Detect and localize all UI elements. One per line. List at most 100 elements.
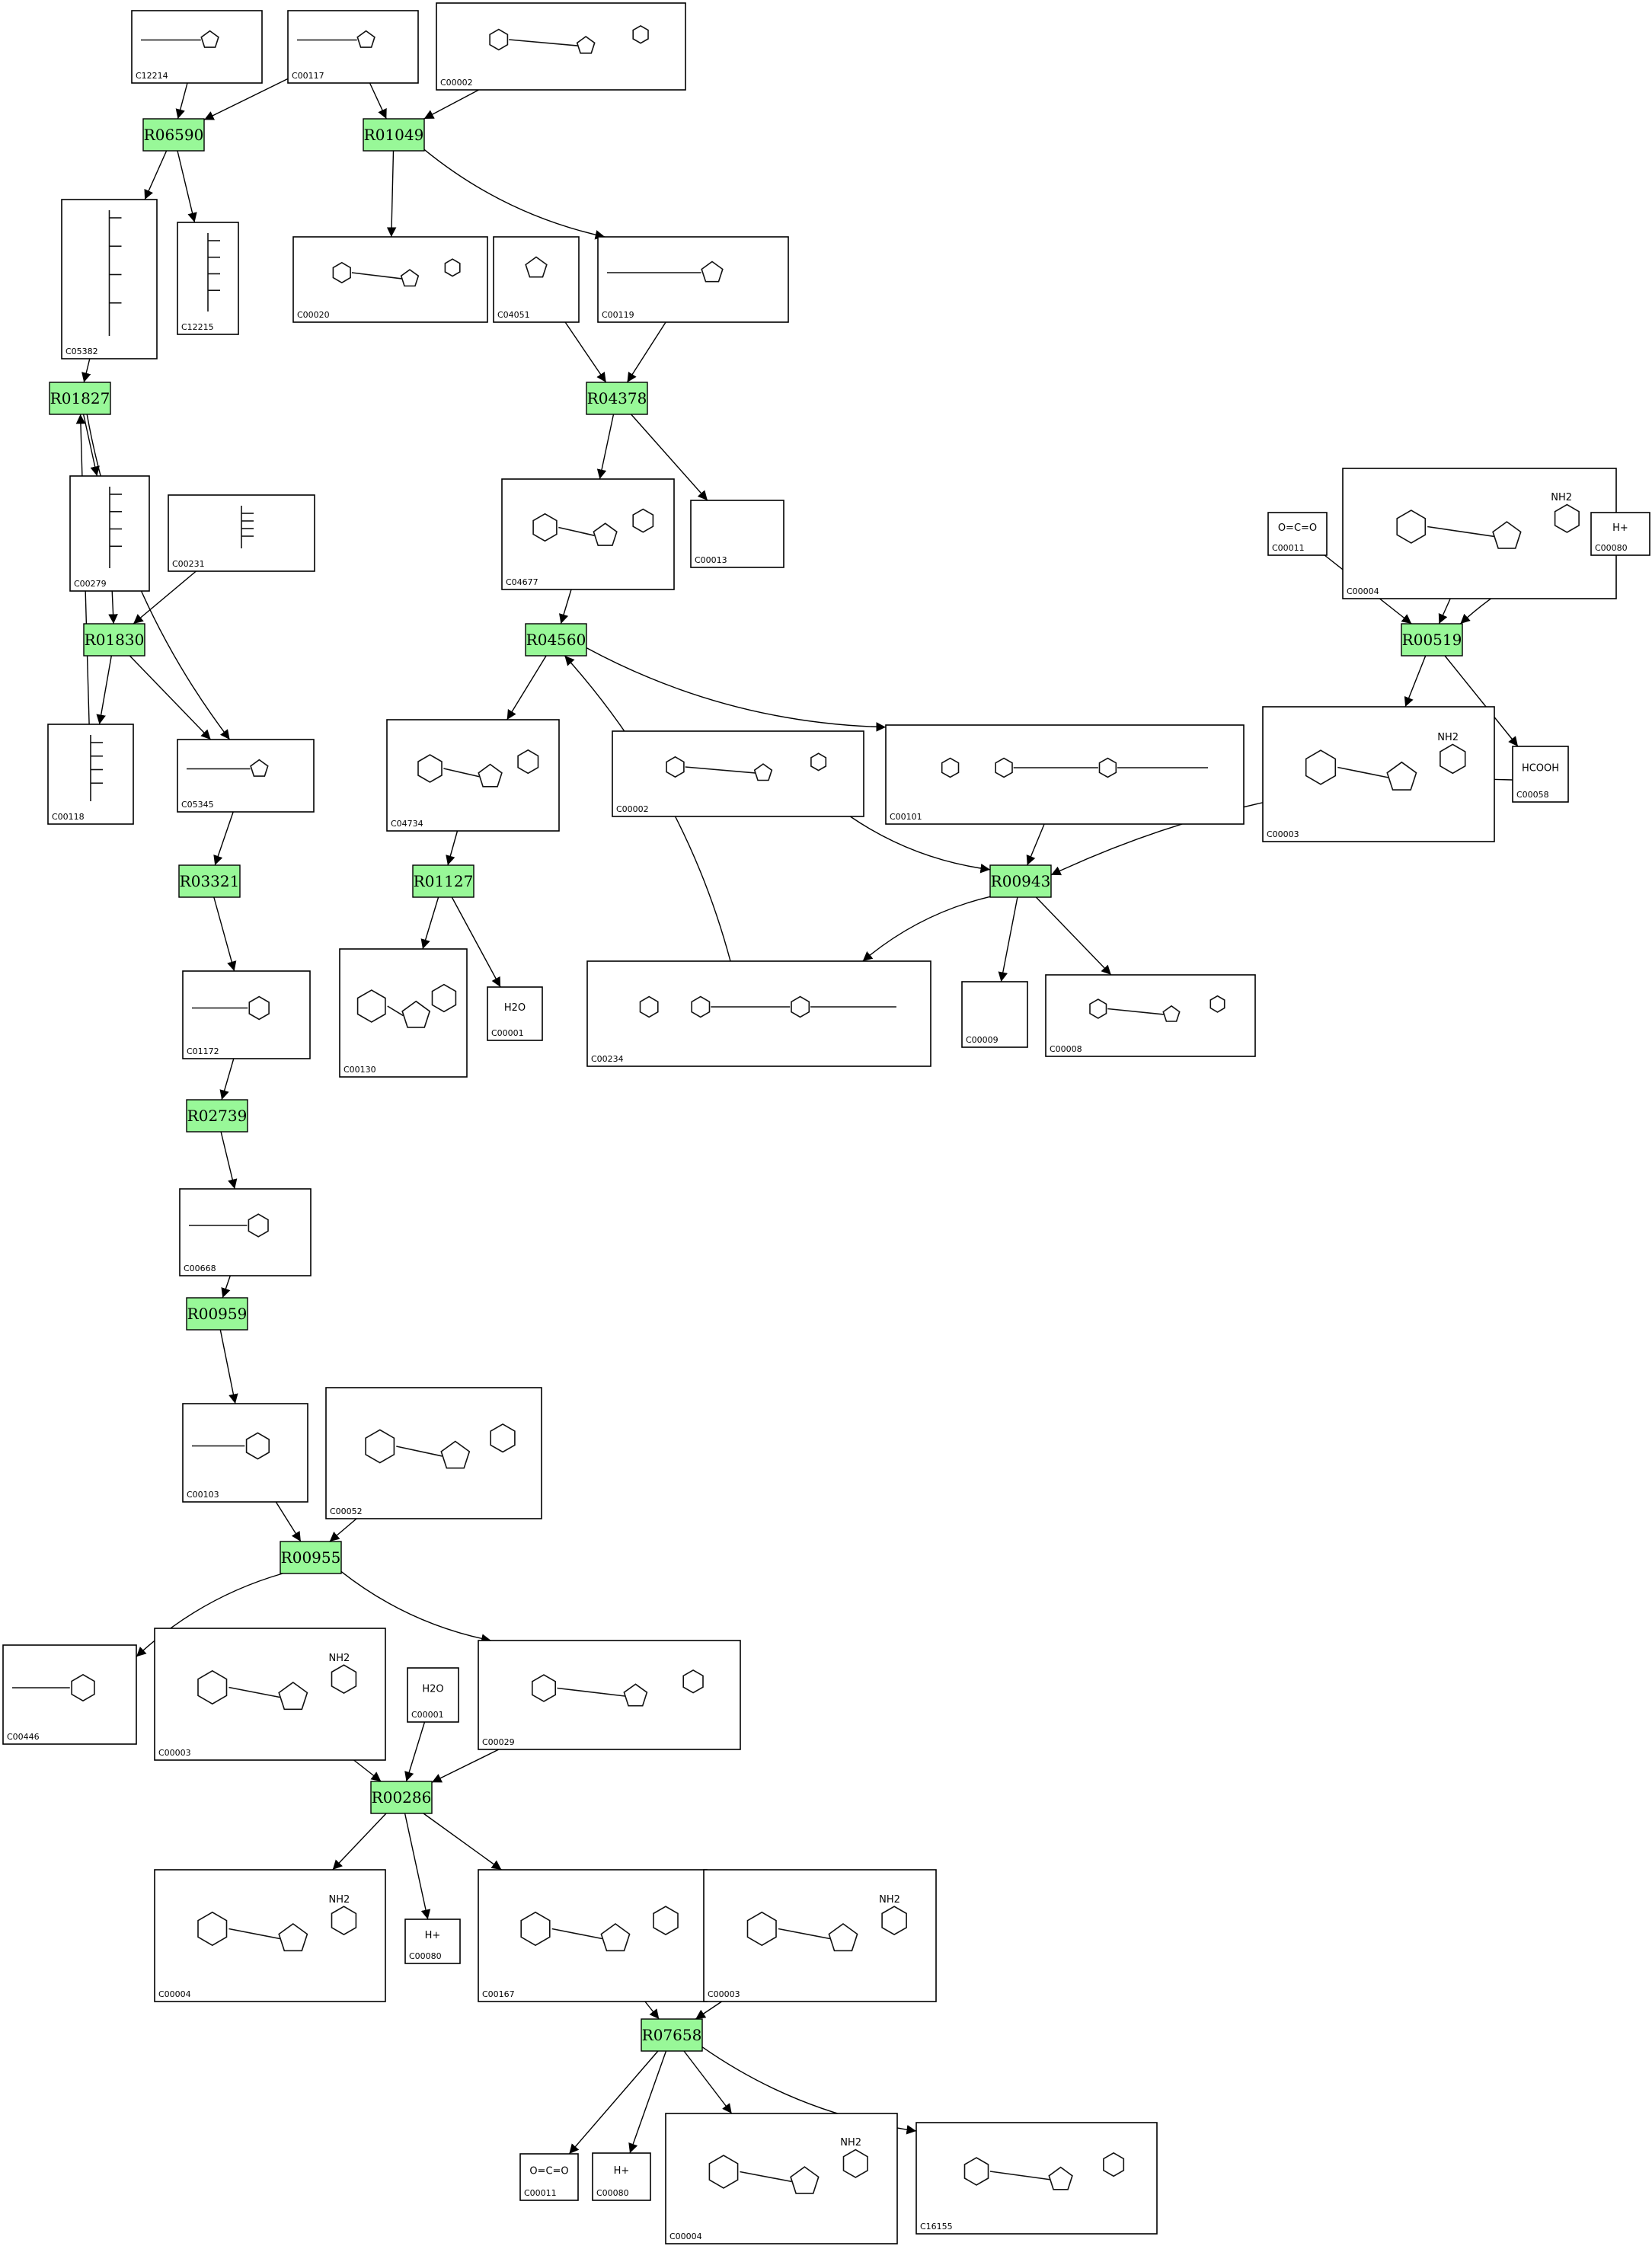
edge-arrow (644, 2001, 660, 2020)
reaction-r07658[interactable]: R07658 (641, 2018, 703, 2052)
edge-arrow (82, 414, 100, 477)
compound-c00119[interactable]: C00119 (597, 236, 789, 323)
reaction-box (186, 1297, 248, 1331)
compound-box (325, 1387, 542, 1519)
molecule-formula: O=C=O (1278, 522, 1317, 534)
edge-arrow (506, 655, 547, 720)
compound-c12214[interactable]: C12214 (131, 10, 263, 84)
compound-c00234[interactable]: C00234 (586, 960, 931, 1067)
compound-c00052[interactable]: C00052 (325, 1387, 542, 1519)
edge-arrow (203, 78, 289, 121)
compound-c01172[interactable]: C01172 (182, 970, 311, 1059)
reaction-r01127[interactable]: R01127 (412, 864, 475, 898)
compound-id-label: C00101 (890, 812, 922, 822)
molecule-structure (607, 260, 724, 283)
compound-c00080[interactable]: H+C00080 (592, 2152, 651, 2201)
compound-c00029[interactable]: C00029 (478, 1640, 741, 1750)
molecule-formula: H+ (614, 2165, 630, 2177)
compound-box (407, 1667, 459, 1723)
compound-c00446[interactable]: C00446 (2, 1644, 137, 1745)
compound-c05345[interactable]: C05345 (177, 739, 315, 813)
compound-c00002[interactable]: C00002 (612, 730, 864, 817)
reaction-r04560[interactable]: R04560 (525, 623, 587, 657)
reaction-r06590[interactable]: R06590 (142, 118, 205, 152)
reaction-r01827[interactable]: R01827 (49, 382, 111, 415)
compound-c00101[interactable]: C00101 (885, 724, 1245, 825)
compound-c00118[interactable]: C00118 (47, 724, 134, 825)
reaction-label: R07658 (642, 2026, 702, 2044)
compound-c04677[interactable]: C04677 (501, 478, 675, 590)
compound-box (478, 1869, 708, 2002)
compound-c00008[interactable]: C00008 (1045, 974, 1256, 1057)
edge-arrow (626, 321, 666, 383)
edge-arrow (175, 82, 188, 120)
reaction-r00286[interactable]: R00286 (370, 1781, 433, 1814)
reaction-label: R00943 (991, 872, 1051, 890)
compound-box (182, 1403, 308, 1503)
molecule-formula: HCOOH (1522, 763, 1559, 775)
molecule-structure (189, 1213, 269, 1238)
reaction-r00959[interactable]: R00959 (186, 1297, 248, 1331)
compound-c16155[interactable]: C16155 (915, 2122, 1158, 2235)
compound-c00279[interactable]: C00279 (69, 475, 150, 592)
compound-c00668[interactable]: C00668 (179, 1188, 312, 1276)
compound-c12215[interactable]: C12215 (177, 222, 239, 335)
reaction-r02739[interactable]: R02739 (186, 1099, 248, 1133)
reaction-r00519[interactable]: R00519 (1401, 623, 1463, 657)
reaction-r00955[interactable]: R00955 (280, 1541, 342, 1574)
compound-id-label: C00117 (292, 71, 324, 81)
compound-c00080[interactable]: H+C00080 (1590, 512, 1650, 556)
compound-c00009[interactable]: C00009 (961, 981, 1028, 1048)
edge-arrow (340, 1570, 491, 1644)
compound-c00020[interactable]: C00020 (292, 236, 488, 323)
compound-id-label: C00668 (184, 1264, 216, 1273)
molecule-structure (356, 983, 457, 1028)
reaction-box (586, 382, 648, 415)
molecule-structure (666, 752, 827, 781)
compound-c00117[interactable]: C00117 (287, 10, 419, 84)
reaction-r01830[interactable]: R01830 (83, 623, 145, 657)
edge-arrow (369, 82, 387, 120)
compound-box (597, 236, 789, 323)
compound-c05382[interactable]: C05382 (61, 199, 158, 359)
molecule-structure: NH2 (1305, 732, 1466, 791)
molecule-structure (109, 487, 122, 568)
reaction-box (186, 1099, 248, 1133)
compound-id-label: C00446 (7, 1732, 40, 1742)
compound-c00167[interactable]: C00167 (478, 1869, 708, 2002)
reaction-label: R04560 (526, 631, 586, 649)
reaction-r01049[interactable]: R01049 (363, 118, 425, 152)
molecule-formula: NH2 (1437, 732, 1459, 743)
reaction-r00943[interactable]: R00943 (989, 864, 1052, 898)
molecule-formula: O=C=O (529, 2166, 568, 2177)
edge-arrow (1404, 655, 1427, 708)
compound-box (493, 236, 580, 323)
reaction-box (83, 623, 145, 657)
reaction-label: R01049 (364, 126, 424, 144)
compound-c00013[interactable]: C00013 (690, 500, 784, 568)
compound-c00002[interactable]: C00002 (436, 2, 686, 91)
compound-id-label: C00003 (708, 1989, 740, 1999)
compound-c00231[interactable]: C00231 (168, 494, 315, 572)
reaction-r03321[interactable]: R03321 (178, 864, 241, 898)
reaction-r04378[interactable]: R04378 (586, 382, 648, 415)
compound-c04051[interactable]: C04051 (493, 236, 580, 323)
compound-box (131, 10, 263, 84)
compound-c04734[interactable]: C04734 (386, 719, 560, 832)
molecule-structure: NH2 (708, 2137, 868, 2194)
compound-c00130[interactable]: C00130 (339, 948, 468, 1078)
compound-c00103[interactable]: C00103 (182, 1403, 308, 1503)
compound-c00080[interactable]: H+C00080 (404, 1919, 461, 1964)
